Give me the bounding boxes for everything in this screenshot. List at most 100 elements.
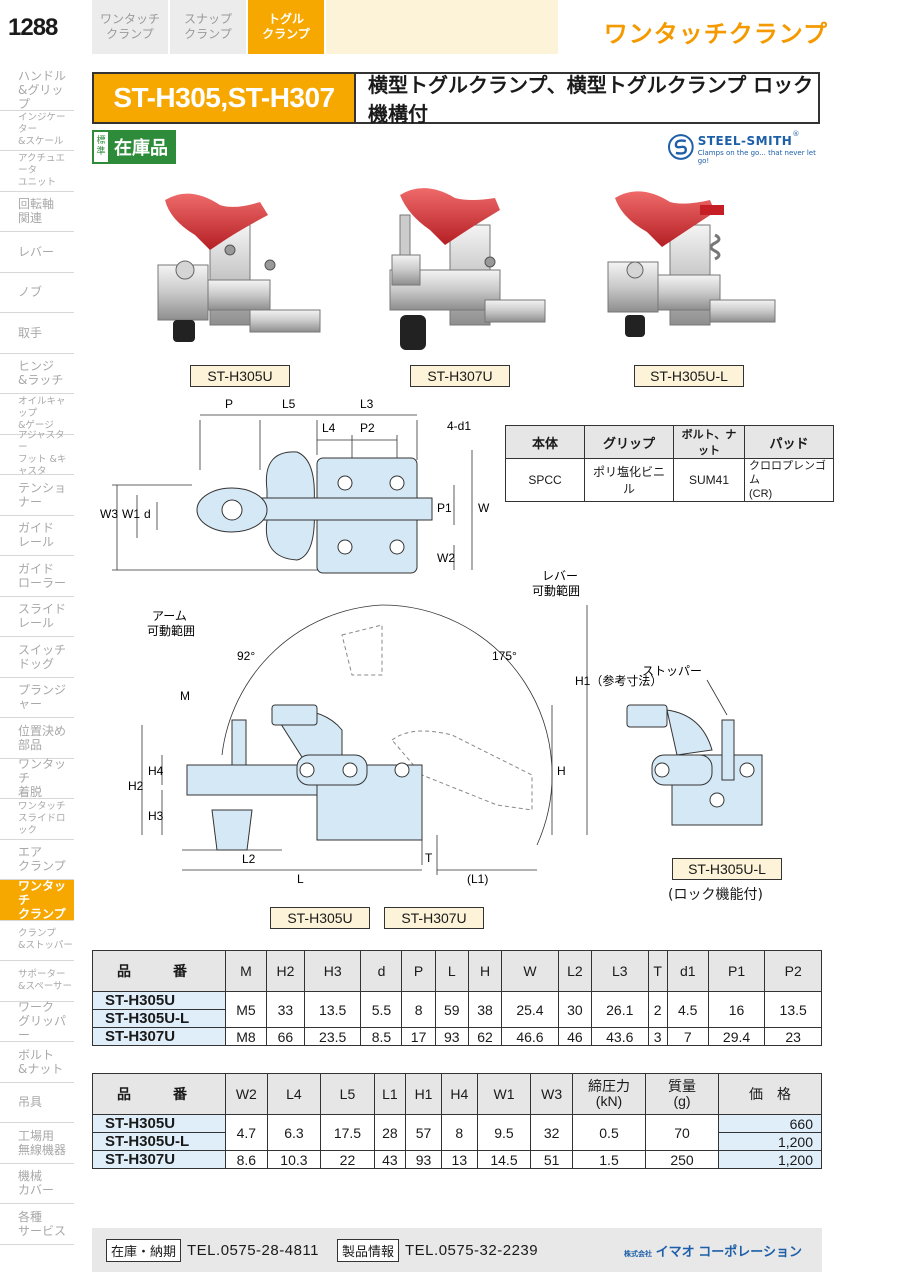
table1-cell: 29.4 <box>707 1027 766 1046</box>
sidebar-item-5[interactable]: ノブ <box>0 273 74 313</box>
model-title: ST-H305,ST-H307 <box>92 72 356 124</box>
sidebar-item-15[interactable]: プランジャー <box>0 678 74 718</box>
sidebar-item-7[interactable]: ヒンジ&ラッチ <box>0 354 74 394</box>
sidebar-item-17[interactable]: ワンタッチ着脱 <box>0 757 74 799</box>
table1-cell: 7 <box>666 1027 709 1046</box>
sidebar-item-8[interactable]: オイルキャップ&ゲージ <box>0 394 74 435</box>
tab-toggle-clamp[interactable]: トグルクランプ <box>248 0 326 54</box>
dim-p2: P2 <box>360 421 375 435</box>
sidebar-item-24[interactable]: ボルト&ナット <box>0 1042 74 1083</box>
dim-p: P <box>225 397 233 411</box>
dim-l1: (L1) <box>467 872 488 886</box>
table1-cell: 16 <box>707 991 766 1028</box>
angle-lever: 175° <box>492 649 517 663</box>
model-st-h305u-l: ST-H305U-L <box>92 1132 226 1151</box>
tab-one-touch-clamp[interactable]: ワンタッチクランプ <box>92 0 170 54</box>
sidebar-item-23[interactable]: ワークグリッパー <box>0 1000 74 1042</box>
stock-delivery-tel[interactable]: TEL.0575-28-4811 <box>187 1241 319 1259</box>
sidebar-item-10[interactable]: テンショナー <box>0 475 74 516</box>
sidebar-item-25[interactable]: 吊具 <box>0 1083 74 1123</box>
table2-cell: 14.5 <box>476 1150 532 1169</box>
table1-cell: 25.4 <box>501 991 559 1028</box>
sidebar-item-13[interactable]: スライドレール <box>0 597 74 637</box>
section-brand-title: ワンタッチクランプ <box>603 20 828 48</box>
table2-header-4: L1 <box>373 1073 407 1115</box>
table1-header-2: H2 <box>265 950 305 992</box>
table1-cell: 8 <box>401 991 436 1028</box>
sidebar-item-22[interactable]: サポーター&スペーサー <box>0 961 74 1002</box>
photo-st-h307u <box>389 188 546 350</box>
table2-header-5: H1 <box>405 1073 442 1115</box>
sidebar-item-6[interactable]: 取手 <box>0 313 74 354</box>
sidebar-item-4[interactable]: レバー <box>0 232 74 273</box>
product-info-tel[interactable]: TEL.0575-32-2239 <box>405 1241 539 1259</box>
stock-label: 在庫品 <box>108 132 174 162</box>
dim-d: d <box>144 507 151 521</box>
table1-cell: 66 <box>265 1027 305 1046</box>
sidebar-item-26[interactable]: 工場用無線機器 <box>0 1123 74 1164</box>
material-bolt-nut: SUM41 <box>673 458 745 502</box>
price-st-h307u: 1,200 <box>718 1150 822 1169</box>
sidebar-item-0[interactable]: ハンドル&グリップ <box>0 69 74 111</box>
table1-header-11: T <box>647 950 668 992</box>
steel-smith-logo: STEEL-SMITH® Clamps on the go... that ne… <box>668 130 828 165</box>
sidebar-item-28[interactable]: 各種サービス <box>0 1204 74 1245</box>
material-header-body: 本体 <box>505 425 585 459</box>
photo-st-h305u-l <box>607 191 776 337</box>
sidebar-item-21[interactable]: クランプ&ストッパー <box>0 921 74 961</box>
table2-cell: 70 <box>645 1114 719 1151</box>
sidebar: ハンドル&グリップインジケーター&スケールアクチュエータユニット回転軸関連レバー… <box>0 69 74 1245</box>
dim-p1: P1 <box>437 501 452 515</box>
stock-badge: 標準 在庫品 <box>92 130 176 164</box>
material-header-grip: グリップ <box>584 425 674 459</box>
table2-cell: 9.5 <box>476 1114 532 1151</box>
table1-cell: 46 <box>557 1027 592 1046</box>
sidebar-item-2[interactable]: アクチュエータユニット <box>0 151 74 192</box>
sidebar-item-27[interactable]: 機械カバー <box>0 1164 74 1204</box>
sidebar-item-20[interactable]: ワンタッチクランプ <box>0 879 74 921</box>
sidebar-item-9[interactable]: アジャスターフット &キャスタ <box>0 430 74 477</box>
model-st-h305u-l: ST-H305U-L <box>92 1009 226 1028</box>
page-number: 1288 <box>8 14 58 41</box>
table1-cell: 13.5 <box>303 991 362 1028</box>
material-table: 本体 グリップ ボルト、ナット パッド SPCC ポリ塩化ビニル SUM41 ク… <box>505 425 834 502</box>
sidebar-item-11[interactable]: ガイドレール <box>0 516 74 556</box>
table1-cell: 62 <box>467 1027 503 1046</box>
dim-t: T <box>425 851 433 865</box>
sidebar-item-14[interactable]: スイッチドッグ <box>0 637 74 678</box>
table1-cell: 3 <box>647 1027 668 1046</box>
photo-st-h305u <box>157 193 321 342</box>
sidebar-item-12[interactable]: ガイドローラー <box>0 556 74 597</box>
table2-header-10: 質量 (g) <box>645 1073 719 1115</box>
dim-l4: L4 <box>322 421 336 435</box>
table1-header-4: d <box>360 950 403 992</box>
model-st-h307u: ST-H307U <box>92 1027 226 1046</box>
arm-range-label-2: 可動範囲 <box>147 623 195 638</box>
table1-header-8: W <box>501 950 559 992</box>
table1-cell: 5.5 <box>360 991 403 1028</box>
sidebar-item-1[interactable]: インジケーター&スケール <box>0 111 74 151</box>
table1-cell: 13.5 <box>764 991 822 1028</box>
drawing-caption-st-h305u: ST-H305U <box>270 907 370 929</box>
table2-header-11: 価 格 <box>718 1073 822 1115</box>
material-pad: クロロプレンゴム(CR) <box>744 458 834 502</box>
dim-l: L <box>297 872 304 886</box>
dim-h2: H2 <box>128 779 144 793</box>
table1-cell: 46.6 <box>501 1027 559 1046</box>
sidebar-item-3[interactable]: 回転軸関連 <box>0 192 74 232</box>
dim-m: M <box>180 689 190 703</box>
tab-snap-clamp[interactable]: スナップクランプ <box>170 0 248 54</box>
model-st-h307u: ST-H307U <box>92 1150 226 1169</box>
sidebar-item-19[interactable]: エアクランプ <box>0 840 74 880</box>
dim-h4: H4 <box>148 764 164 778</box>
sidebar-item-16[interactable]: 位置決め部品 <box>0 718 74 759</box>
table1-cell: 93 <box>434 1027 469 1046</box>
dim-h1: H1（参考寸法） <box>575 673 662 688</box>
sidebar-item-18[interactable]: ワンタッチスライドロック <box>0 799 74 840</box>
table1-header-0: 品 番 <box>92 950 226 992</box>
table2-cell: 6.3 <box>266 1114 322 1151</box>
